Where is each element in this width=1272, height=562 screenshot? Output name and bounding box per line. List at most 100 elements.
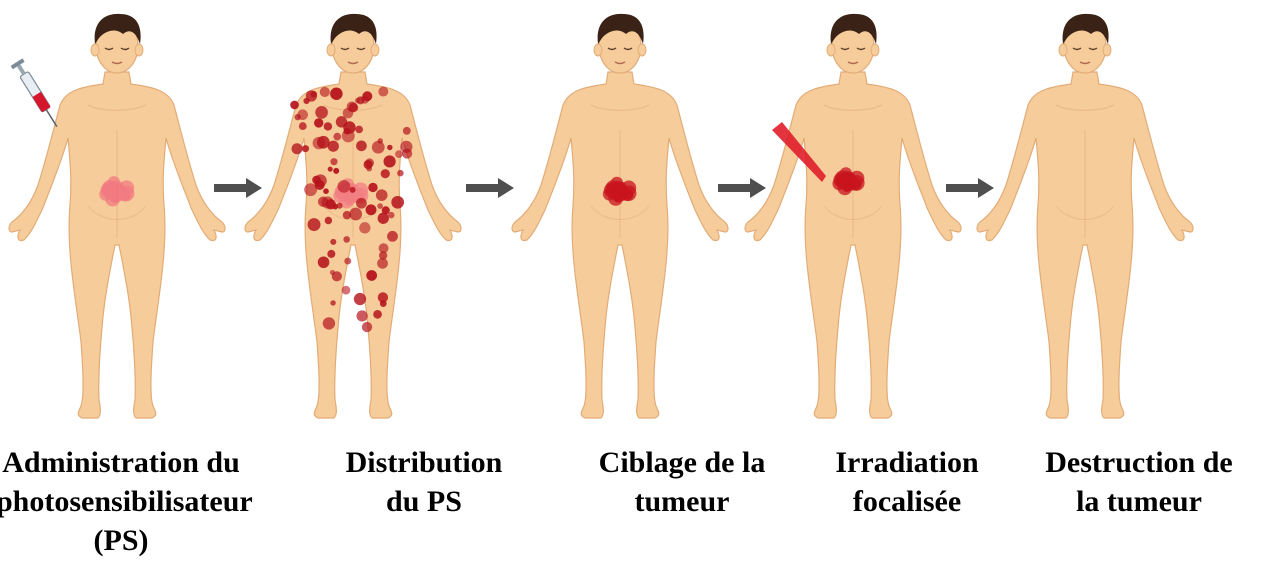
right-arrow-icon — [946, 177, 994, 199]
ps-dot — [343, 211, 351, 219]
arrow-head — [246, 178, 262, 198]
right-arrow-icon — [214, 177, 262, 199]
body-figure-3 — [505, 10, 735, 430]
ps-dot — [381, 169, 390, 178]
ps-dot — [355, 126, 363, 134]
ps-dot — [350, 187, 356, 193]
tumor-cell — [844, 175, 855, 186]
ps-dot — [344, 258, 351, 265]
ps-dot — [320, 87, 330, 97]
figure-step-1 — [2, 10, 232, 430]
ear-right — [371, 44, 379, 56]
ps-dot — [314, 174, 327, 187]
ps-dot — [380, 300, 387, 307]
ps-dot — [311, 91, 318, 98]
right-arrow-icon — [718, 177, 766, 199]
ps-dot — [403, 127, 411, 135]
caption-line: du PS — [299, 482, 549, 521]
person-body — [512, 14, 728, 418]
ear-left — [91, 44, 99, 56]
tumor-cell — [113, 185, 124, 196]
ps-dot — [330, 300, 335, 305]
arrow-head — [498, 178, 514, 198]
caption-line: Destruction de — [1014, 443, 1264, 482]
ear-left — [827, 44, 835, 56]
ps-dot — [321, 196, 333, 208]
ps-dot — [397, 170, 404, 177]
ps-dot — [359, 222, 370, 233]
arrow-shaft — [466, 184, 500, 192]
ps-dot — [349, 208, 362, 221]
figure-step-4 — [738, 10, 968, 430]
ps-dot — [378, 213, 389, 224]
ps-dot — [292, 143, 303, 154]
ps-dot — [373, 310, 382, 319]
ear-right — [871, 44, 879, 56]
ps-dot — [354, 293, 366, 305]
figure-step-3 — [505, 10, 735, 430]
syringe-plunger — [17, 64, 26, 75]
ps-dot — [333, 133, 341, 141]
ps-dot — [333, 168, 339, 174]
ps-dot — [313, 137, 325, 149]
arrow-shaft — [718, 184, 752, 192]
ps-dot — [387, 231, 398, 242]
ps-dot — [342, 286, 351, 295]
body-figure-5 — [970, 10, 1200, 430]
ear-left — [327, 44, 335, 56]
body-figure-2 — [238, 10, 468, 430]
syringe-needle — [46, 110, 57, 127]
ps-dot — [395, 150, 403, 158]
ps-dot — [323, 317, 335, 329]
ear-right — [638, 44, 646, 56]
person-body — [977, 14, 1193, 418]
arrow-head — [750, 178, 766, 198]
ps-dot — [308, 218, 321, 231]
ps-dot — [328, 167, 333, 172]
right-arrow-icon — [466, 177, 514, 199]
caption-line: (PS) — [0, 521, 246, 560]
caption-line: photosensibilisateur — [0, 482, 246, 521]
caption-line: Administration du — [0, 443, 246, 482]
ps-dot — [342, 129, 355, 142]
ps-dot — [384, 155, 396, 167]
ps-dot — [343, 108, 354, 119]
ps-dot — [368, 183, 377, 192]
ps-dot — [387, 145, 392, 150]
ps-dot — [299, 122, 307, 130]
ps-dot — [330, 239, 336, 245]
ps-dot — [377, 203, 383, 209]
body-silhouette — [9, 72, 225, 418]
ps-dot — [372, 141, 385, 154]
person-body — [9, 14, 225, 418]
ps-dot — [304, 183, 317, 196]
ps-dot — [302, 145, 309, 152]
ps-dot — [356, 96, 364, 104]
ps-dot — [323, 188, 329, 194]
arrow-shaft — [214, 184, 248, 192]
ps-dot — [362, 322, 372, 332]
step-caption-5: Destruction de la tumeur — [1014, 443, 1264, 521]
ps-dot — [324, 122, 332, 130]
ps-dot — [366, 166, 372, 172]
ps-dot — [378, 87, 388, 97]
body-silhouette — [977, 72, 1193, 418]
arrow-head — [978, 178, 994, 198]
ps-dot — [314, 118, 323, 127]
ps-dot — [356, 310, 367, 321]
arrow-shaft — [946, 184, 980, 192]
ps-dot — [315, 106, 328, 119]
ps-dot — [366, 204, 377, 215]
body-silhouette — [512, 72, 728, 418]
ps-dot — [366, 270, 377, 281]
ear-left — [1059, 44, 1067, 56]
ps-dot — [325, 217, 332, 224]
step-caption-1: Administration du photosensibilisateur (… — [0, 443, 246, 560]
ps-dot — [356, 198, 367, 209]
caption-line: Irradiation — [782, 443, 1032, 482]
caption-line: Distribution — [299, 443, 549, 482]
figure-step-5 — [970, 10, 1200, 430]
caption-line: focalisée — [782, 482, 1032, 521]
body-figure-4 — [738, 10, 968, 430]
body-silhouette — [745, 72, 961, 418]
